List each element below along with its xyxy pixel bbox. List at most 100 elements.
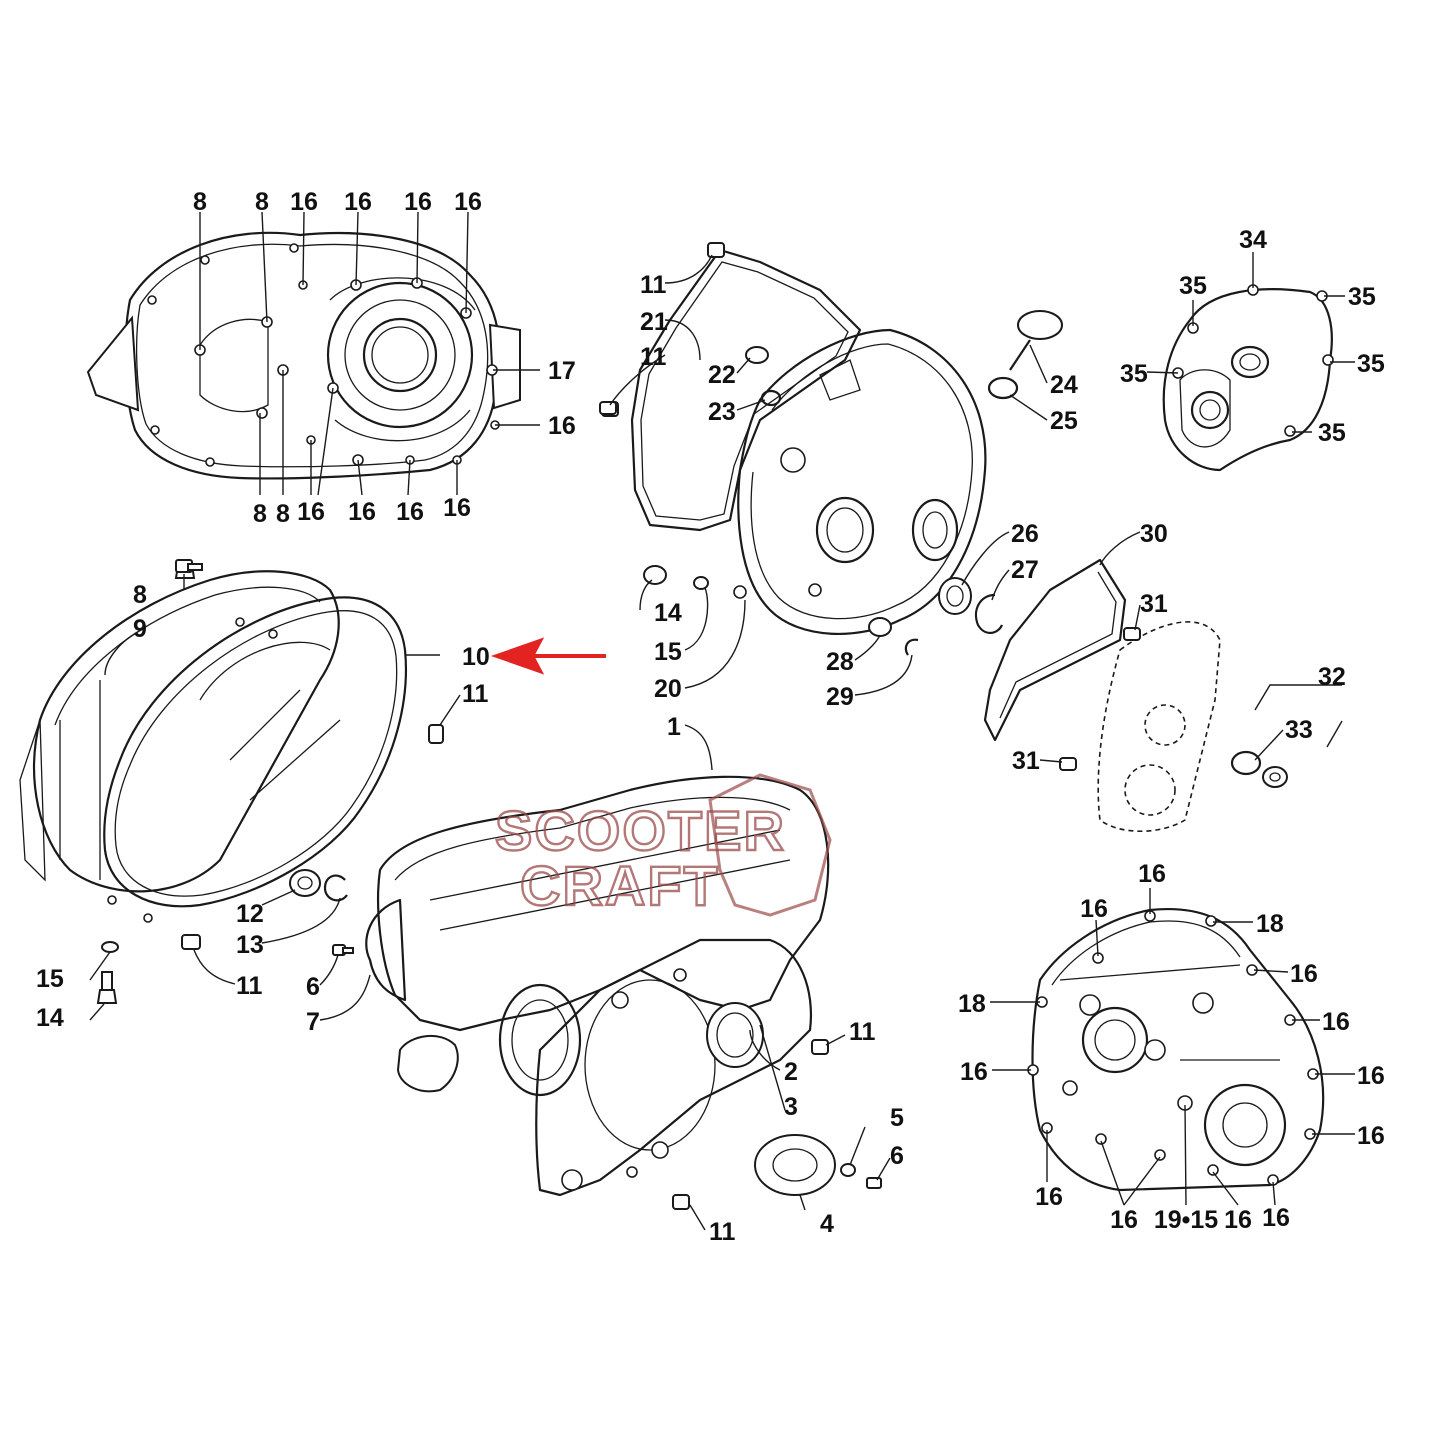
callout-10: 10 (462, 643, 490, 671)
callout-35-c: 35 (1357, 350, 1385, 378)
callout-16-n: 16 (960, 1058, 988, 1086)
bolt-14-center (643, 565, 667, 585)
callout-5: 5 (890, 1104, 904, 1132)
callout-26: 26 (1011, 520, 1039, 548)
callout-3: 3 (784, 1093, 798, 1121)
callout-35-a: 35 (1179, 272, 1207, 300)
callout-16-e: 16 (548, 412, 576, 440)
callout-2: 2 (784, 1058, 798, 1086)
clip-27 (974, 593, 1004, 634)
callout-11-a: 11 (640, 271, 667, 299)
callout-8-d: 8 (276, 500, 290, 528)
bolt-6-left (332, 944, 354, 956)
callout-16-j: 16 (1138, 860, 1166, 888)
callout-35-d: 35 (1120, 360, 1148, 388)
callout-16-t: 16 (1262, 1204, 1290, 1232)
callout-21: 21 (640, 308, 668, 336)
dowel-11-left-b (181, 934, 201, 950)
inner-clutch-cover (19, 564, 340, 893)
crankcase (365, 775, 830, 1097)
callout-31-b: 31 (1012, 747, 1040, 775)
clip-29 (904, 638, 919, 656)
callout-19-15: 19•15 (1154, 1206, 1218, 1234)
callout-6-a: 6 (306, 973, 320, 1001)
callout-17: 17 (548, 357, 576, 385)
oring-25 (987, 376, 1019, 400)
callout-29: 29 (826, 683, 854, 711)
callout-24: 24 (1050, 371, 1078, 399)
watermark-line1: SCOOTER (495, 799, 786, 862)
callout-11-d: 11 (236, 972, 263, 1000)
highlight-arrow (490, 637, 606, 675)
callout-22: 22 (708, 361, 736, 389)
callout-16-d: 16 (454, 188, 482, 216)
plug-22 (745, 346, 769, 364)
transmission-case-cover (1027, 908, 1325, 1192)
seal-3 (706, 1002, 764, 1068)
callout-16-r: 16 (1110, 1206, 1138, 1234)
bearing-4 (754, 1134, 836, 1196)
callout-7: 7 (306, 1008, 320, 1036)
callout-18-a: 18 (1256, 910, 1284, 938)
dowel-11-center-b (672, 1194, 690, 1210)
dowel-11-center-a (811, 1039, 829, 1055)
callout-labels: 8 8 16 16 16 16 17 16 8 8 16 16 16 16 11… (36, 188, 1385, 1246)
callout-16-q: 16 (1035, 1183, 1063, 1211)
callout-28: 28 (826, 648, 854, 676)
callout-16-p: 16 (1357, 1122, 1385, 1150)
watermark-line2: CRAFT (520, 854, 720, 917)
callout-16-o: 16 (1357, 1062, 1385, 1090)
gasket-30 (983, 558, 1127, 742)
callout-16-m: 16 (1322, 1008, 1350, 1036)
dashed-cover (1097, 621, 1221, 833)
clutch-cover-gasket (103, 596, 408, 923)
callout-16-a: 16 (290, 188, 318, 216)
callout-32: 32 (1318, 663, 1346, 691)
callout-30: 30 (1140, 520, 1168, 548)
bolt-8 (175, 559, 203, 573)
callout-8-c: 8 (253, 500, 267, 528)
callout-14-b: 14 (36, 1004, 64, 1032)
callout-12: 12 (236, 900, 264, 928)
callout-11-c: 11 (462, 680, 489, 708)
dowel-31-a (1123, 627, 1141, 641)
callout-35-b: 35 (1348, 283, 1376, 311)
callout-31-a: 31 (1140, 590, 1168, 618)
callout-20: 20 (654, 675, 682, 703)
callout-25: 25 (1050, 407, 1078, 435)
callout-16-l: 16 (1290, 960, 1318, 988)
callout-33: 33 (1285, 716, 1313, 744)
callout-11-f: 11 (709, 1218, 736, 1246)
washer-15-left (101, 941, 119, 953)
oring-33 (1230, 750, 1262, 776)
callout-16-i: 16 (443, 494, 471, 522)
callout-15-b: 15 (36, 965, 64, 993)
outer-clutch-cover (86, 231, 521, 480)
callout-4: 4 (820, 1210, 834, 1238)
callout-1: 1 (667, 713, 681, 741)
seal-28 (868, 617, 892, 637)
callout-18-b: 18 (958, 990, 986, 1018)
case-gasket-2 (535, 938, 812, 1197)
bracket-32 (1254, 684, 1343, 748)
callout-16-g: 16 (348, 498, 376, 526)
magneto-cover (733, 328, 987, 636)
callout-23: 23 (708, 398, 736, 426)
callout-16-s: 16 (1224, 1206, 1252, 1234)
bolt-14-left (96, 971, 118, 1004)
callout-27: 27 (1011, 556, 1039, 584)
callout-6-b: 6 (890, 1142, 904, 1170)
callout-8-b: 8 (255, 188, 269, 216)
callout-9: 9 (133, 615, 147, 643)
cap-32 (1262, 766, 1288, 788)
callout-16-k: 16 (1080, 895, 1108, 923)
callout-8-e: 8 (133, 581, 147, 609)
leader-lines (89, 211, 1355, 1231)
oring-23 (760, 389, 782, 407)
bearing-26 (938, 577, 972, 615)
watermark-logo: SCOOTER CRAFT (494, 773, 832, 918)
washer-15-center (693, 576, 709, 590)
bolt-6-right (866, 1177, 882, 1189)
callout-11-b: 11 (640, 343, 667, 371)
